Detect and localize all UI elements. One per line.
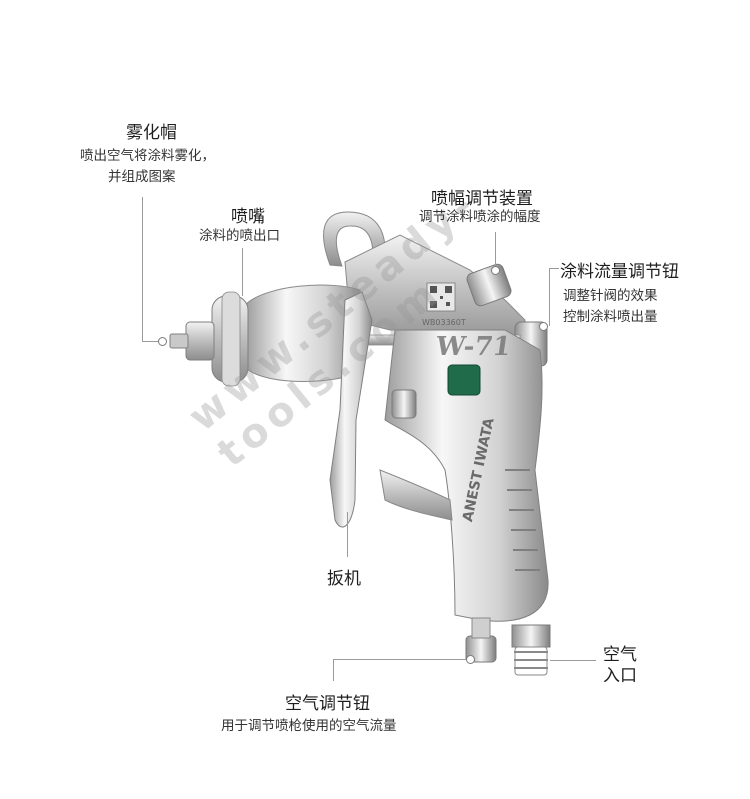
badge-green: [447, 364, 481, 396]
air-adjust-title: 空气调节钮: [285, 694, 370, 714]
fluid-desc-2: 控制涂料喷出量: [563, 309, 658, 325]
air-inlet-title-1: 空气: [603, 645, 637, 665]
air-adjust-marker: [466, 655, 475, 664]
leader-pattern: [495, 232, 496, 272]
air-cap-title: 雾化帽: [126, 123, 177, 143]
leader-air-cap: [142, 197, 143, 342]
leader-nozzle: [242, 248, 243, 296]
air-inlet-title-2: 入口: [603, 666, 637, 686]
nozzle-title: 喷嘴: [231, 207, 265, 227]
pattern-title: 喷幅调节装置: [431, 189, 533, 209]
pattern-desc: 调节涂料喷涂的幅度: [419, 209, 541, 225]
leader-air-adjust: [333, 659, 471, 660]
air-inlet-fitting: [511, 624, 551, 648]
leader-fluid: [549, 268, 550, 326]
nozzle-desc: 涂料的喷出口: [199, 228, 280, 244]
fluid-marker: [539, 322, 548, 331]
model-marking: W-71: [433, 332, 513, 362]
nozzle-tip: [185, 321, 215, 361]
thread-lines: [514, 651, 548, 669]
air-adjust-desc: 用于调节喷枪使用的空气流量: [221, 718, 397, 734]
leader-air-inlet: [550, 660, 596, 661]
serial-marking: WB03360T: [422, 318, 466, 327]
trigger-title: 扳机: [327, 569, 361, 589]
leader-trigger: [347, 512, 348, 557]
air-cap-desc-2: 并组成图案: [108, 169, 176, 185]
air-cap-desc-1: 喷出空气将涂料雾化，: [80, 148, 215, 164]
pattern-knob: [466, 263, 512, 307]
fluid-desc-1: 调整针阀的效果: [563, 288, 658, 304]
pattern-marker: [491, 266, 500, 275]
handle-grooves: [505, 469, 540, 571]
air-cap-marker: [158, 337, 167, 346]
fluid-title: 涂料流量调节钮: [560, 262, 679, 282]
